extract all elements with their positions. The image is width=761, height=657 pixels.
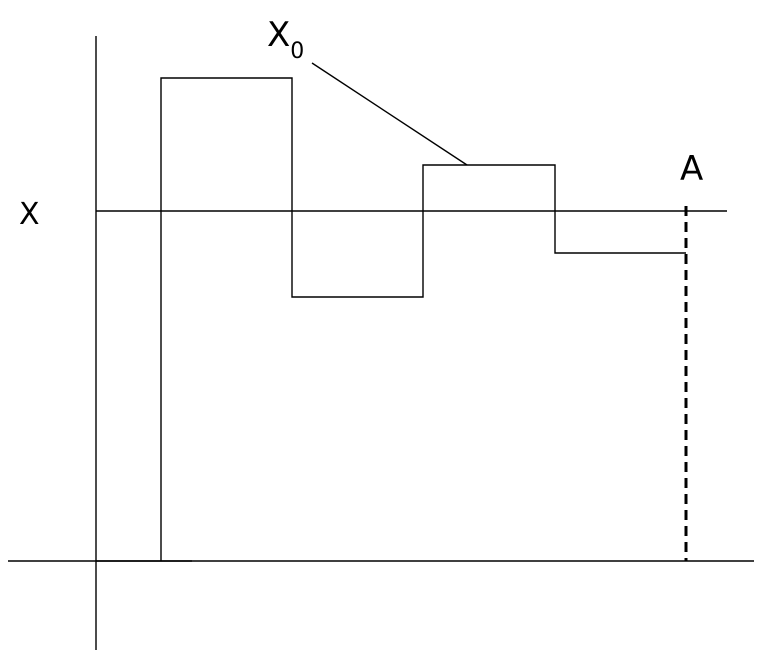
x0-label-subscript: 0 bbox=[290, 39, 304, 64]
step-function-path bbox=[96, 77, 686, 562]
x0-label: X0 bbox=[267, 15, 304, 64]
level-x-label: X bbox=[19, 197, 40, 232]
point-a-label: A bbox=[680, 149, 703, 189]
x0-label-base: X bbox=[267, 15, 290, 55]
x0-callout-line bbox=[311, 62, 468, 166]
